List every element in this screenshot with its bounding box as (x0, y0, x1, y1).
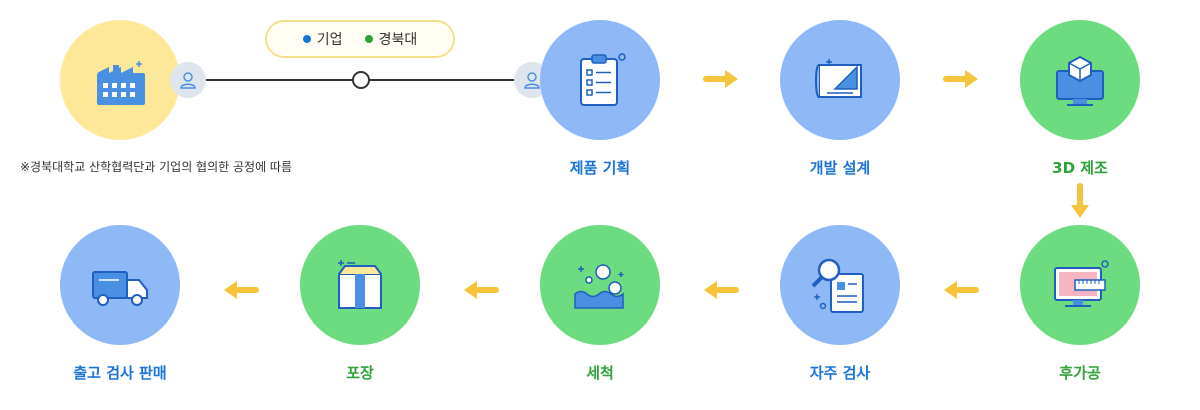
arrow-left-icon (944, 281, 979, 299)
arrow-left-icon (224, 281, 259, 299)
factory-icon (97, 61, 145, 105)
step-packaging-circle (300, 225, 420, 345)
clipboard-icon (580, 53, 626, 106)
company-person-avatar (170, 62, 206, 98)
step-washing-circle (540, 225, 660, 345)
step-design-label: 개발 설계 (809, 159, 871, 177)
box-icon (338, 260, 382, 309)
arrow-down-icon (1071, 183, 1089, 218)
arrow-left-icon (704, 281, 739, 299)
step-shipping-circle (60, 225, 180, 345)
arrow-right-icon (703, 70, 738, 88)
blueprint-icon (815, 59, 862, 98)
step-postprocess-label: 후가공 (1059, 364, 1101, 382)
legend: 기업 경북대 (265, 20, 455, 58)
connector-node (352, 71, 370, 89)
arrow-right-icon (943, 70, 978, 88)
monitor-ruler-icon (1054, 260, 1109, 307)
legend-company: 기업 (302, 29, 343, 49)
person-icon (524, 72, 540, 89)
step-manufacture-label: 3D 제조 (1052, 159, 1108, 177)
magnifier-document-icon (811, 258, 864, 313)
step-inspection-label: 자주 검사 (809, 364, 871, 382)
legend-company-dot (302, 35, 311, 43)
legend-university: 경북대 (364, 29, 418, 49)
process-note: ※경북대학교 산학협력단과 기업의 협의한 공정에 따름 (20, 160, 293, 174)
step-postprocess-circle (1020, 225, 1140, 345)
person-icon (180, 72, 196, 89)
step-planning-label: 제품 기획 (569, 159, 631, 177)
3d-printer-monitor-icon (1056, 55, 1104, 106)
step-planning-circle (540, 20, 660, 140)
step-inspection-circle (780, 225, 900, 345)
arrow-left-icon (464, 281, 499, 299)
step-washing-label: 세척 (586, 364, 614, 382)
company-circle (60, 20, 180, 140)
legend-company-label: 기업 (316, 32, 343, 48)
step-shipping-label: 출고 검사 판매 (73, 364, 167, 382)
truck-icon (92, 271, 148, 306)
legend-university-dot (364, 35, 373, 43)
step-design-circle (780, 20, 900, 140)
step-manufacture-circle (1020, 20, 1140, 140)
step-packaging-label: 포장 (346, 364, 374, 382)
bubbles-water-icon (574, 264, 624, 309)
legend-university-label: 경북대 (378, 32, 418, 48)
